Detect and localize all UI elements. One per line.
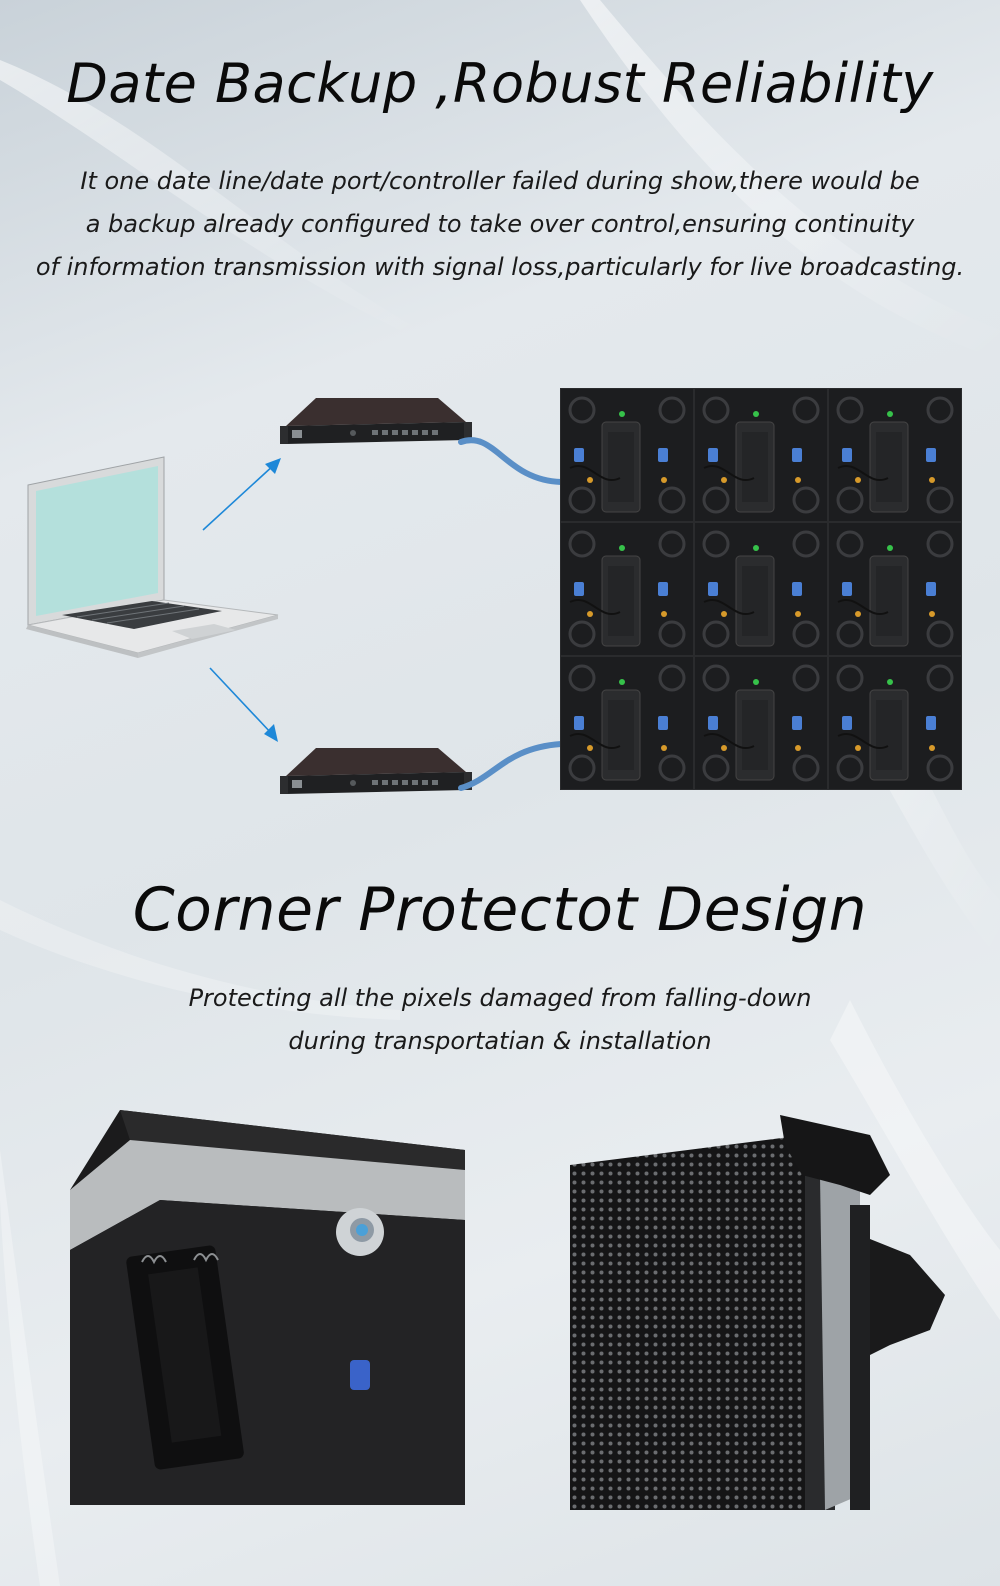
description-line: of information transmission with signal … xyxy=(35,253,965,281)
section-title-corner: Corner Protectot Design xyxy=(132,875,868,945)
led-module-corner-photo xyxy=(570,1115,945,1510)
description-line: It one date line/date port/controller fa… xyxy=(80,167,920,195)
corner-protector-photo xyxy=(70,1110,465,1505)
description-line: during transportatian & installation xyxy=(288,1027,712,1055)
controller-icon xyxy=(280,398,472,444)
cable-icon xyxy=(458,437,564,485)
section-title-backup: Date Backup ,Robust Reliability xyxy=(66,52,934,115)
laptop-icon xyxy=(26,456,279,658)
controller-icon xyxy=(280,748,472,794)
arrow-icon xyxy=(209,667,278,742)
led-cabinet-back-photo xyxy=(560,388,962,790)
arrow-icon xyxy=(202,458,281,531)
corner-description: Protecting all the pixels damaged from f… xyxy=(0,977,1000,1063)
description-line: a backup already configured to take over… xyxy=(85,210,915,238)
description-line: Protecting all the pixels damaged from f… xyxy=(188,984,812,1012)
cable-icon xyxy=(458,741,564,791)
backup-description: It one date line/date port/controller fa… xyxy=(0,160,1000,289)
